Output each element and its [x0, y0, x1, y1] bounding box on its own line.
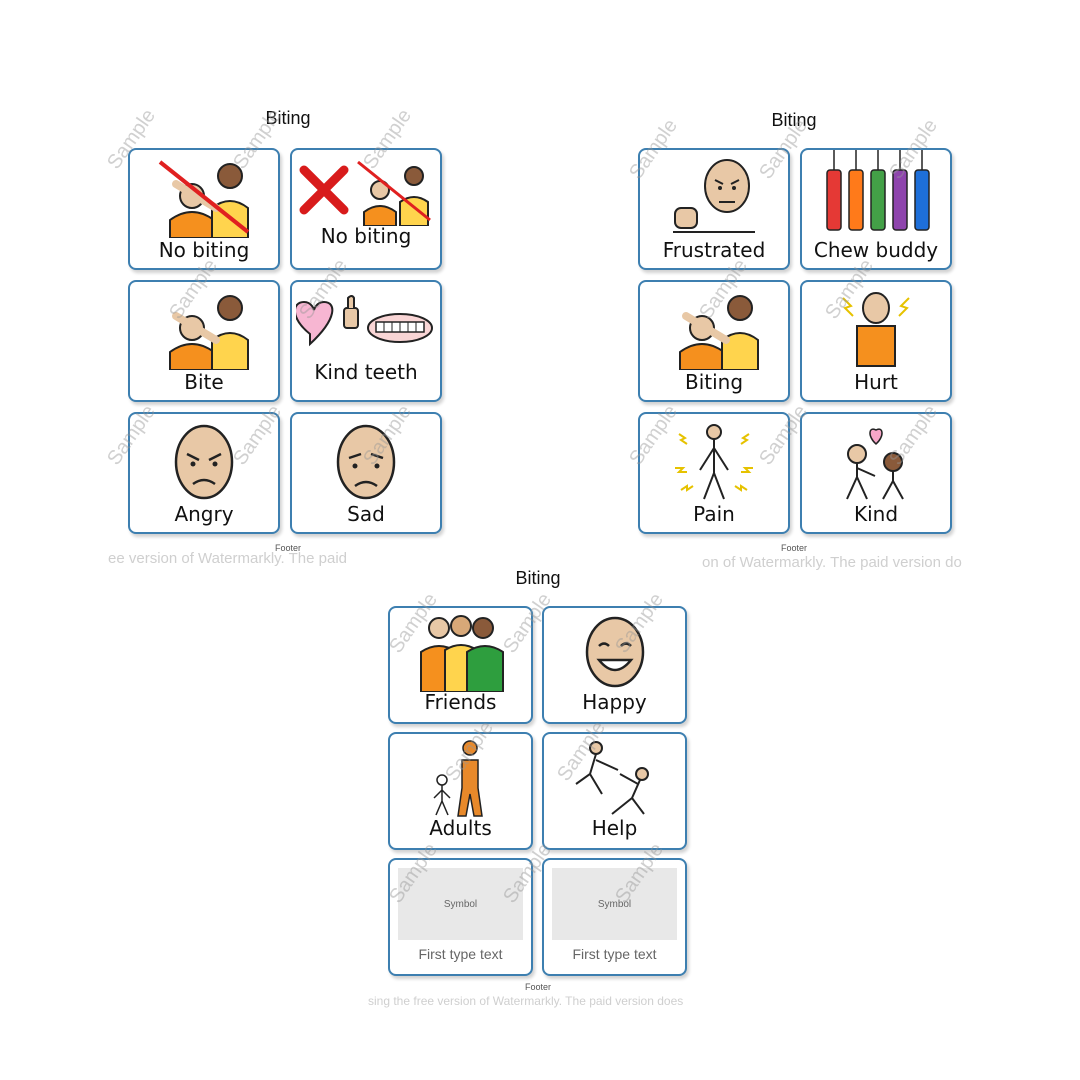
- frustrated-face-icon: [640, 156, 788, 238]
- symbol-card-biting[interactable]: Biting: [638, 280, 790, 402]
- card-label: First type text: [418, 946, 503, 962]
- card-label: Happy: [582, 690, 647, 714]
- bite-icon: [130, 288, 278, 370]
- card-label: Biting: [684, 370, 744, 394]
- card-label: Adults: [429, 816, 492, 840]
- symbol-card-bite[interactable]: Bite: [128, 280, 280, 402]
- symbol-card-hurt[interactable]: Hurt: [800, 280, 952, 402]
- symbol-card-frustrated[interactable]: Frustrated: [638, 148, 790, 270]
- help-icon: [544, 738, 685, 820]
- card-label: No biting: [320, 224, 412, 248]
- card-label: Angry: [174, 502, 234, 526]
- red-x-no-biting-icon: [292, 156, 440, 238]
- symbol-placeholder: Symbol: [398, 868, 523, 940]
- template-card[interactable]: Symbol First type text: [388, 858, 533, 976]
- card-label: Friends: [424, 690, 497, 714]
- symbol-card-angry[interactable]: Angry: [128, 412, 280, 534]
- card-label: Help: [591, 816, 638, 840]
- card-label: Kind teeth: [314, 360, 418, 384]
- symbol-placeholder: Symbol: [552, 868, 677, 940]
- watermark-strip: on of Watermarkly. The paid version do: [702, 554, 962, 571]
- symbol-card-chew-buddy[interactable]: Chew buddy: [800, 148, 952, 270]
- board-3: Biting Friends Happy: [368, 566, 708, 1014]
- symbol-card-adults[interactable]: Adults: [388, 732, 533, 850]
- card-label: Hurt: [854, 370, 898, 394]
- happy-face-icon: [544, 612, 685, 694]
- symbol-card-pain[interactable]: Pain: [638, 412, 790, 534]
- board-footer: Footer: [524, 982, 551, 992]
- board-title: Biting: [265, 108, 311, 128]
- biting-icon: [640, 288, 788, 370]
- kind-icon: [802, 420, 950, 502]
- template-card[interactable]: Symbol First type text: [542, 858, 687, 976]
- symbol-card-help[interactable]: Help: [542, 732, 687, 850]
- sad-face-icon: [292, 420, 440, 502]
- card-label: Frustrated: [662, 238, 766, 262]
- friends-icon: [390, 612, 531, 694]
- board-footer: Footer: [780, 543, 807, 553]
- board-2: Biting Frustrated: [618, 108, 970, 578]
- watermark-strip: ee version of Watermarkly. The paid: [108, 550, 347, 567]
- symbol-card-kind-teeth[interactable]: Kind teeth: [290, 280, 442, 402]
- symbol-card-kind[interactable]: Kind: [800, 412, 952, 534]
- card-label: No biting: [158, 238, 250, 262]
- card-label: Chew buddy: [813, 238, 939, 262]
- card-label: First type text: [572, 946, 657, 962]
- symbol-card-friends[interactable]: Friends: [388, 606, 533, 724]
- kind-teeth-icon: [292, 288, 440, 370]
- pain-icon: [640, 420, 788, 502]
- angry-face-icon: [130, 420, 278, 502]
- board-title: Biting: [771, 110, 817, 130]
- symbol-card-happy[interactable]: Happy: [542, 606, 687, 724]
- symbol-card-no-biting[interactable]: No biting: [128, 148, 280, 270]
- symbol-card-sad[interactable]: Sad: [290, 412, 442, 534]
- board-title: Biting: [515, 568, 561, 588]
- card-label: Pain: [693, 502, 735, 526]
- card-label: Bite: [184, 370, 224, 394]
- card-label: Sad: [347, 502, 385, 526]
- watermark-strip: sing the free version of Watermarkly. Th…: [368, 994, 684, 1008]
- board-footer: Footer: [274, 543, 301, 553]
- no-biting-icon: [130, 156, 278, 238]
- chew-buddy-icon: [802, 150, 950, 232]
- symbol-card-no-biting-2[interactable]: No biting: [290, 148, 442, 270]
- hurt-icon: [802, 288, 950, 370]
- adults-icon: [390, 738, 531, 820]
- card-label: Kind: [853, 502, 899, 526]
- board-1: Biting No biting No bitin: [108, 108, 468, 578]
